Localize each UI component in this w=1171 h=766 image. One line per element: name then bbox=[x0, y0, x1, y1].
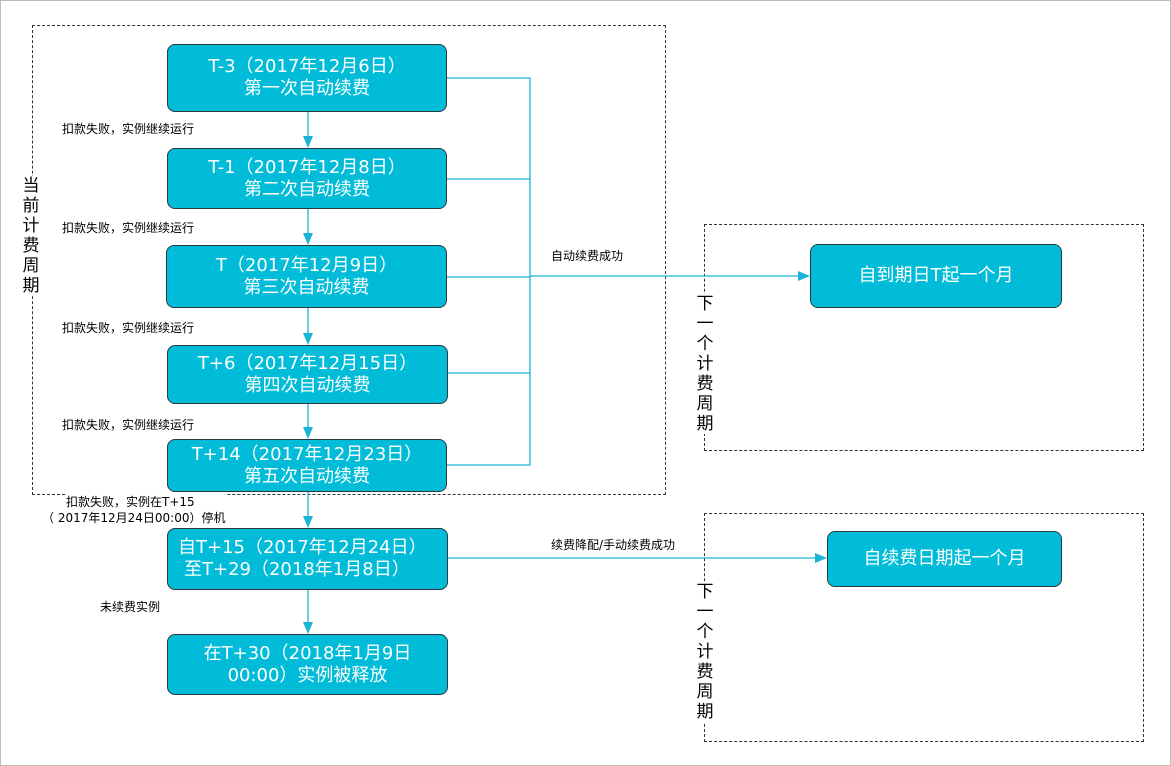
transition-label-3: 扣款失败，实例继续运行 bbox=[62, 321, 195, 335]
edge-label-manual-success: 续费降配/手动续费成功 bbox=[551, 538, 676, 552]
edge-label-auto-success: 自动续费成功 bbox=[551, 249, 624, 263]
collector-line bbox=[446, 77, 531, 466]
step-action: 第三次自动续费 bbox=[243, 276, 370, 298]
step-date: T-3（2017年12月6日） bbox=[208, 56, 406, 77]
outcome-text: 自续费日期起一个月 bbox=[863, 548, 1026, 569]
transition-label-1: 扣款失败，实例继续运行 bbox=[62, 122, 195, 136]
next-period-label-2: 下一个计费周期 bbox=[694, 582, 716, 722]
current-period-label: 当前计费周期 bbox=[20, 176, 42, 296]
step-date: T+14（2017年12月23日） bbox=[191, 443, 423, 465]
step-box-renewal-5: T+14（2017年12月23日） 第五次自动续费 bbox=[167, 439, 447, 492]
step-action: 至T+29（2018年1月8日） bbox=[184, 559, 410, 580]
step-date: T-1（2017年12月8日） bbox=[208, 156, 406, 178]
transition-line: （ 2017年12月24日00:00）停机 bbox=[42, 511, 226, 525]
step-box-renewal-1: T-3（2017年12月6日） 第一次自动续费 bbox=[167, 44, 447, 112]
step-box-renewal-3: T（2017年12月9日） 第三次自动续费 bbox=[166, 245, 447, 308]
step-box-renewal-2: T-1（2017年12月8日） 第二次自动续费 bbox=[167, 148, 447, 209]
step-date: T+6（2017年12月15日） bbox=[197, 352, 418, 374]
step-action: 00:00）实例被释放 bbox=[227, 664, 388, 686]
step-date: 自T+15（2017年12月24日） bbox=[178, 537, 427, 558]
step-date: 在T+30（2018年1月9日 bbox=[203, 642, 412, 664]
step-action: 第二次自动续费 bbox=[244, 178, 370, 200]
step-action: 第五次自动续费 bbox=[244, 465, 370, 487]
outcome-text: 自到期日T起一个月 bbox=[858, 265, 1014, 286]
step-action: 第四次自动续费 bbox=[244, 374, 371, 396]
next-period-label-1: 下一个计费周期 bbox=[694, 294, 716, 434]
outcome-box-auto: 自到期日T起一个月 bbox=[810, 244, 1062, 308]
transition-label-6: 未续费实例 bbox=[100, 600, 161, 614]
outcome-box-manual: 自续费日期起一个月 bbox=[827, 531, 1062, 587]
step-action: 第一次自动续费 bbox=[244, 78, 370, 99]
transition-label-2: 扣款失败，实例继续运行 bbox=[62, 221, 195, 235]
transition-line: 扣款失败，实例在T+15 bbox=[66, 495, 195, 509]
step-box-released: 在T+30（2018年1月9日 00:00）实例被释放 bbox=[167, 634, 448, 695]
step-box-stopped: 自T+15（2017年12月24日） 至T+29（2018年1月8日） bbox=[167, 528, 448, 590]
transition-label-4: 扣款失败，实例继续运行 bbox=[62, 418, 195, 432]
step-box-renewal-4: T+6（2017年12月15日） 第四次自动续费 bbox=[167, 345, 448, 404]
transition-label-5: 扣款失败，实例在T+15 （ 2017年12月24日00:00）停机 bbox=[42, 494, 226, 526]
step-date: T（2017年12月9日） bbox=[215, 254, 398, 276]
